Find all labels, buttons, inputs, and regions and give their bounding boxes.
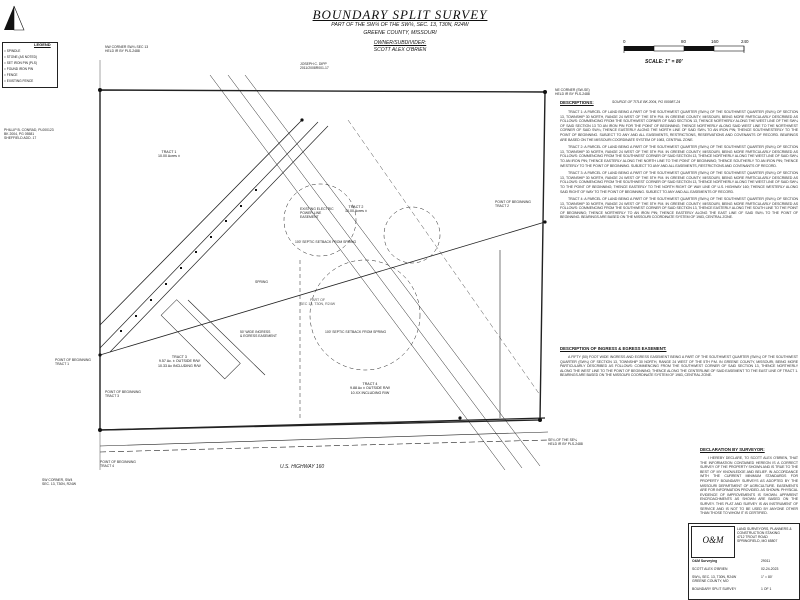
tract-descriptions: TRACT 1: A PARCEL OF LAND BEING A PART O… — [560, 110, 798, 340]
tract-3-description: TRACT 3: A PARCEL OF LAND BEING A PART O… — [560, 171, 798, 194]
legend-title: LEGEND — [34, 42, 51, 47]
scale-tick-240: 240 — [741, 39, 749, 44]
adjoiner-north: JOSEPH C. DIPP 2011/2008R001-17 — [300, 62, 329, 70]
se-corner-label: SE¼ OF THE SE¼ HELD IR BY PLS-2488 — [548, 438, 583, 446]
job-number: 29011 — [761, 559, 771, 563]
title-block: O&M LAND SURVEYORS, PLANNERS & CONSTRUCT… — [688, 523, 800, 600]
declaration-header: DECLARATION BY SURVEYOR: — [700, 447, 765, 452]
sw-corner-label: SW CORNER, SW4 SEC. 13, T30N, R24W — [42, 478, 77, 486]
septic-setback-label: 100' SEPTIC SETBACK FROM SPRING — [325, 330, 387, 334]
pob-tract-3: POINT OF BEGINNING TRACT 3 — [105, 390, 141, 398]
sheet-number: 1 OF 1 — [761, 587, 772, 591]
legend-box — [2, 42, 58, 88]
spring-label: SPRING — [255, 280, 268, 284]
adjoiner-west: PHILLIP B. CONRAD, PL000123 BK 2004, PG … — [4, 128, 54, 140]
project-title: BOUNDARY SPLIT SURVEY — [692, 587, 737, 591]
declaration-text: I HEREBY DECLARE, TO SCOTT ALEX O'BRIEN,… — [700, 456, 798, 516]
nw-corner-label: NW CORNER SW¼ SEC 13 HELD IR BY PLS-2488 — [105, 45, 149, 53]
pob-tract-2: POINT OF BEGINNING TRACT 2 — [495, 200, 531, 208]
tract-4-label: TRACT 4 9.88 Ac ± OUTSIDE R/W 10.XX INCL… — [350, 382, 390, 395]
scale-label: SCALE: 1" = 80' — [645, 59, 683, 65]
legend-row: = FENCE — [4, 73, 18, 77]
source-of-title: SOURCE OF TITLE BK 2004, PG 000987-24 — [612, 100, 681, 104]
firm-name: O&M Surveying — [692, 559, 718, 563]
legend-row: = FOUND IRON PIN — [4, 67, 34, 71]
firm-logo: O&M — [691, 526, 735, 558]
graphic-scale — [623, 45, 745, 53]
owner-label: OWNER/SUBDIVIDER: — [373, 40, 427, 46]
scale-tick-160: 160 — [711, 39, 719, 44]
north-arrow-icon — [4, 5, 25, 31]
tract-1-description: TRACT 1: A PARCEL OF LAND BEING A PART O… — [560, 110, 798, 142]
scale-tick-0: 0 — [623, 39, 626, 44]
legend-row: = STONE (AS NOTED) — [4, 55, 37, 59]
scale-tick-80: 80 — [681, 39, 687, 44]
legend-row: = EXISTING FENCE — [4, 79, 34, 83]
tract-1-label: TRACT 1 10.00 Acres ± — [158, 150, 180, 159]
descriptions-header: DESCRIPTIONS: — [560, 100, 594, 105]
tract-3-label: TRACT 3 9.57 Ac. ± OUTSIDE R/W 10.33 Ac … — [158, 355, 201, 368]
title-location: PART OF THE SW¼ OF THE SW¼, SEC. 13, T30… — [331, 22, 469, 28]
tract-2-description: TRACT 2: A PARCEL OF LAND BEING A PART O… — [560, 145, 798, 168]
page-title: BOUNDARY SPLIT SURVEY — [312, 7, 488, 22]
survey-date: 02-24-2023 — [761, 567, 779, 571]
easement-header: DESCRIPTION OF INGRESS & EGRESS EASEMENT… — [560, 346, 667, 351]
owner-name: SCOTT ALEX O'BRIEN — [373, 47, 427, 53]
septic-setback-label: 100' SEPTIC SETBACK FROM SPRING — [295, 240, 357, 244]
client-name: SCOTT ALEX O'BRIEN — [692, 567, 728, 571]
tract-2-label: TRACT 2 10.00 Acres ± — [345, 205, 367, 214]
tract-4-description: TRACT 4: A PARCEL OF LAND BEING A PART O… — [560, 197, 798, 220]
legend-row: = SPINDLE — [4, 49, 21, 53]
easement-description: A FIFTY (50) FOOT WIDE INGRESS AND EGRES… — [560, 355, 798, 378]
title-county: GREENE COUNTY, MISSOURI — [363, 30, 437, 36]
pob-tract-4: POINT OF BEGINNING TRACT 4 — [100, 460, 136, 468]
power-easement-label: EXISTING ELECTRIC POWER LINE EASEMENT — [300, 207, 334, 219]
project-location: SW¼, SEC. 13, T30N, R24W GREENE COUNTY, … — [692, 575, 737, 583]
block-scale: 1" = 80' — [761, 575, 773, 579]
firm-address: LAND SURVEYORS, PLANNERS & CONSTRUCTION … — [737, 527, 792, 543]
legend-row: = SET IRON PIN (PLS) — [4, 61, 37, 65]
ne-corner-label: NE CORNER (SW-SE) HELD IR BY PLS-2488 — [555, 88, 590, 96]
highway-label: U.S. HIGHWAY 160 — [280, 464, 325, 470]
pob-tract-1: POINT OF BEGINNING TRACT 1 — [55, 358, 91, 366]
easement-label: 50' WIDE INGRESS & EGRESS EASEMENT — [240, 330, 277, 338]
section-label: PART OF SEC 13, T30N, R24W — [300, 298, 336, 307]
